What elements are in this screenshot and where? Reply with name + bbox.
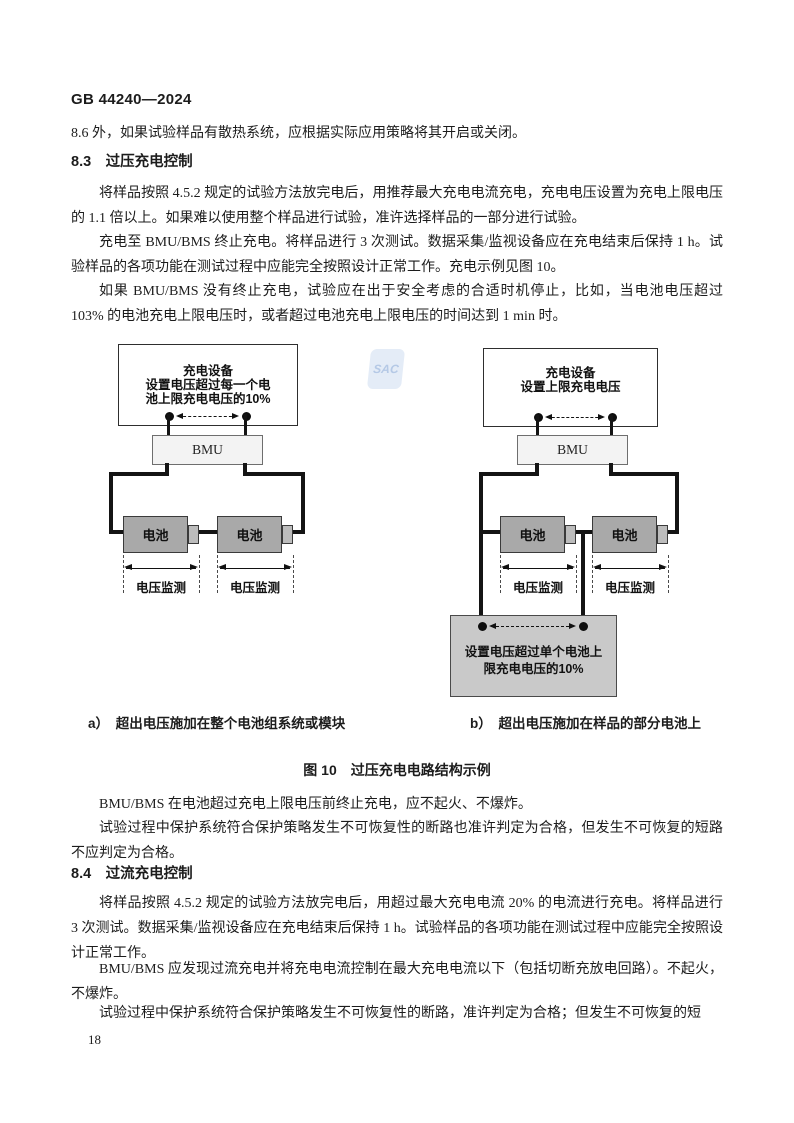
dashed-arrow [176,412,239,419]
paragraph-8-4-1: 将样品按照 4.5.2 规定的试验方法放完电后，用超过最大充电电流 20% 的电… [71,896,723,961]
wire [536,415,539,435]
dashed-line [668,555,669,593]
wire [609,472,679,476]
paragraph-8-4-3: 试验过程中保护系统符合保护策略发生不可恢复性的断路，准许判定为合格；但发生不可恢… [99,1006,701,1021]
dashed-line [592,555,593,593]
wire [479,472,483,630]
overvoltage-source-box: 设置电压超过单个电池上 限充电电压的10% [450,615,617,697]
intro-paragraph: 8.6 外，如果试验样品有散热系统，应根据实际应用策略将其开启或关闭。 [71,126,526,141]
terminal-dot [578,621,588,631]
page-number: 18 [88,1032,101,1047]
paragraph-8-3-5: 试验过程中保护系统符合保护策略发生不可恢复性的断路也准许判定为合格，但发生不可恢… [71,821,723,861]
wire [109,472,169,476]
measure-arrow [501,564,575,571]
charger-a-line2: 设置电压超过每一个电 [145,378,271,392]
measure-arrow [593,564,667,571]
battery-terminal-tab [282,525,293,544]
sac-watermark-logo: SAC [366,349,406,389]
voltage-monitor-label-a2: 电压监测 [229,581,280,595]
wire [668,530,679,534]
voltage-monitor-label-a1: 电压监测 [135,581,186,595]
wire [675,472,679,534]
figure-title: 图 10 过压充电电路结构示例 [303,762,491,778]
dashed-arrow [489,622,576,629]
source-line1: 设置电压超过单个电池上 [464,645,603,659]
wire [610,415,613,435]
standard-number-header: GB 44240—2024 [71,91,192,108]
wire [479,472,539,476]
wire [243,463,247,476]
wire [581,530,585,630]
charger-box-a: 充电设备 设置电压超过每一个电 池上限充电电压的10% [118,344,298,426]
bmu-box-b: BMU [517,435,628,465]
charger-a-line1: 充电设备 [182,364,233,378]
wire [479,530,501,534]
wire [199,530,217,534]
wire [609,463,613,476]
figure-caption-b: b） 超出电压施加在样品的部分电池上 [470,716,701,731]
charger-b-line1: 充电设备 [545,366,596,380]
paragraph-8-3-1: 将样品按照 4.5.2 规定的试验方法放完电后，用推荐最大充电电流充电，充电电压… [71,186,723,226]
paragraph-8-3-4: BMU/BMS 在电池超过充电上限电压前终止充电，应不起火、不爆炸。 [99,797,532,812]
battery-terminal-tab [188,525,199,544]
paragraph-8-4-2: BMU/BMS 应发现过流充电并将充电电流控制在最大充电电流以下（包括切断充放电… [71,962,723,1002]
battery-b2: 电池 [592,516,657,553]
dashed-arrow [545,413,605,420]
wire [165,463,169,476]
battery-a2: 电池 [217,516,282,553]
dashed-line [199,555,200,593]
battery-b1: 电池 [500,516,565,553]
measure-arrow [124,564,198,571]
wire [301,472,305,534]
voltage-monitor-label-b2: 电压监测 [604,581,655,595]
dashed-line [576,555,577,593]
section-8-4-heading: 8.4 过流充电控制 [71,866,193,882]
dashed-line [217,555,218,593]
battery-a1: 电池 [123,516,188,553]
wire [243,472,305,476]
charger-a-line3: 池上限充电电压的10% [145,392,271,406]
battery-terminal-tab [657,525,668,544]
wire [244,414,247,435]
source-line2: 限充电电压的10% [483,662,584,676]
wire [293,530,305,534]
paragraph-8-3-3: 如果 BMU/BMS 没有终止充电，试验应在出于安全考虑的合适时机停止，比如，当… [71,284,723,324]
paragraph-8-3-2: 充电至 BMU/BMS 终止充电。将样品进行 3 次测试。数据采集/监视设备应在… [71,235,723,275]
dashed-line [500,555,501,593]
wire [109,472,113,534]
dashed-line [123,555,124,593]
battery-terminal-tab [565,525,576,544]
bmu-box-a: BMU [152,435,263,465]
dashed-line [293,555,294,593]
section-8-3-heading: 8.3 过压充电控制 [71,154,193,170]
figure-caption-a: a） 超出电压施加在整个电池组系统或模块 [88,716,346,731]
charger-b-line2: 设置上限充电电压 [520,380,621,394]
charger-box-b: 充电设备 设置上限充电电压 [483,348,658,427]
wire [109,530,124,534]
wire [535,463,539,476]
wire [167,414,170,435]
terminal-dot [477,621,487,631]
voltage-monitor-label-b1: 电压监测 [512,581,563,595]
measure-arrow [218,564,292,571]
